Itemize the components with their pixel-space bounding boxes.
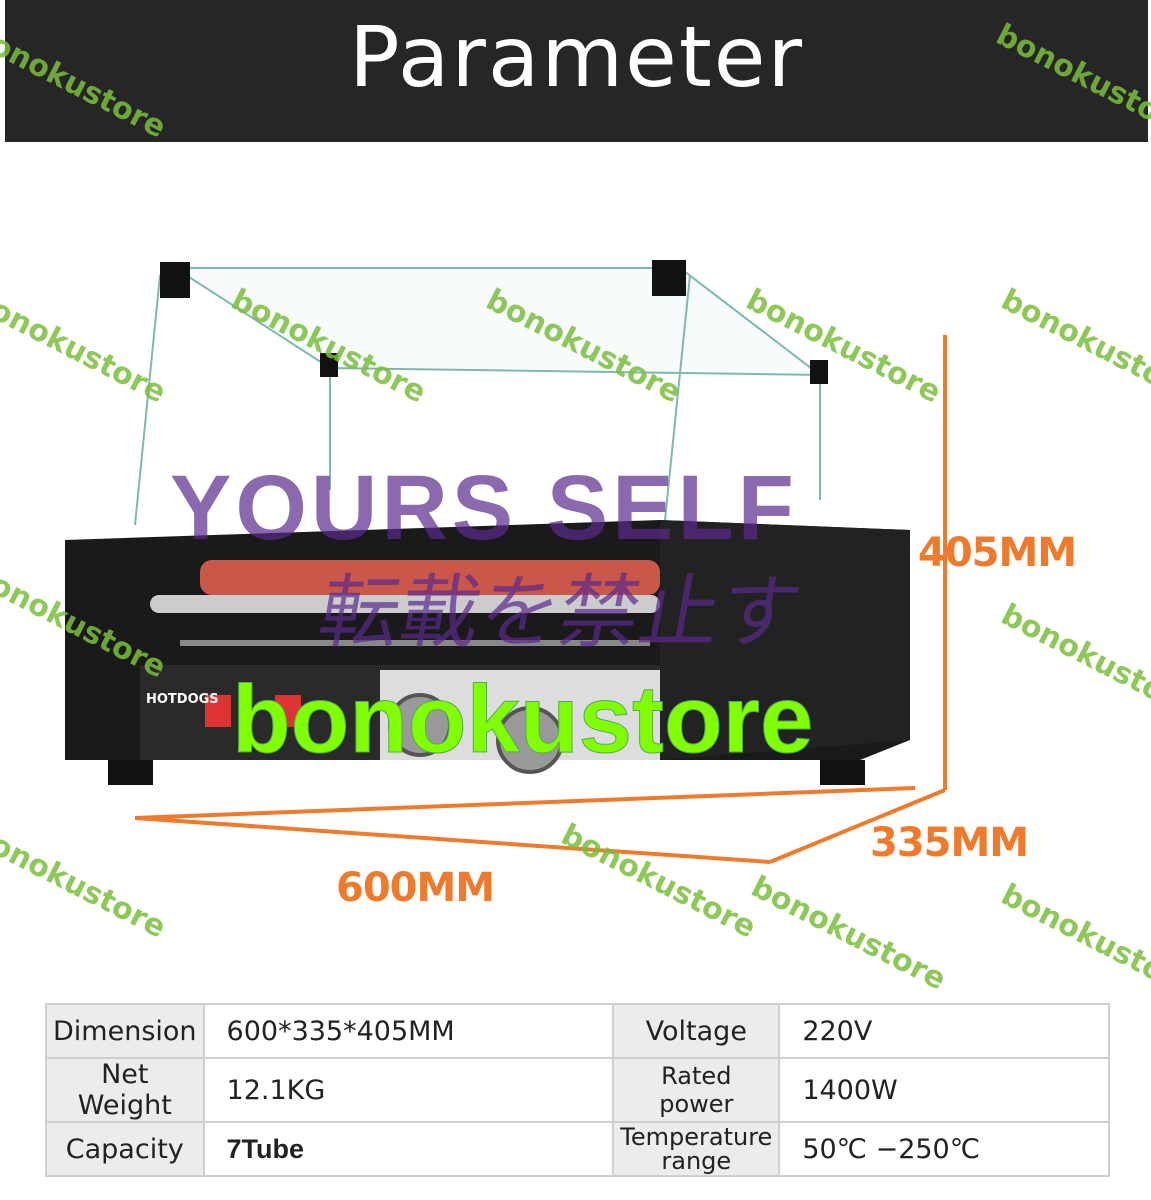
hotdogs [200,560,660,595]
drip-tray [180,640,650,646]
temperature-knob [496,706,564,774]
spec-label: Rated power [612,1057,781,1123]
spec-value: 12.1KG [202,1057,615,1123]
spec-table: Dimension 600*335*405MM Voltage 220V Net… [45,1003,1110,1177]
header-banner: Parameter [5,0,1148,142]
machine-foot [820,760,865,785]
page-title: Parameter [348,8,805,106]
spec-value: 1400W [778,1057,1110,1123]
spec-value: 7Tube [202,1121,615,1177]
hotdogs-logo: HOTDOGS [146,692,219,707]
machine-foot [108,760,153,785]
cover-bracket [320,353,338,377]
watermark-yours-self: YOURS SELF [170,457,798,559]
depth-dimension-label: 335MM [870,820,1029,866]
roller [150,595,660,613]
spec-value: 600*335*405MM [202,1003,615,1059]
heat-switch [275,695,301,727]
watermark-japanese: 転載を禁止す [311,566,809,659]
machine-side [660,520,910,760]
spec-value: 50℃ −250℃ [778,1121,1110,1177]
cover-bracket [160,262,190,298]
hotdog-roller-machine-illustration: HOTDOGS [65,260,947,864]
timer-knob [388,693,452,757]
spec-label: Voltage [612,1003,781,1059]
table-row: Dimension 600*335*405MM Voltage 220V [45,1003,1110,1059]
table-row: Capacity 7Tube Temperature range 50℃ −25… [45,1121,1110,1177]
table-row: Net Weight 12.1KG Rated power 1400W [45,1057,1110,1123]
spec-label: Capacity [45,1121,205,1177]
spec-label: Net Weight [45,1057,205,1123]
width-dimension-label: 600MM [336,865,495,911]
cover-bracket [810,360,828,384]
spec-label: Dimension [45,1003,205,1059]
spec-value: 220V [778,1003,1110,1059]
dimension-lines [134,335,947,864]
cover-bracket [652,260,686,296]
watermark-store-large: bonokustore [231,666,814,773]
spec-label: Temperature range [612,1121,781,1177]
power-switch [205,695,231,727]
height-dimension-label: 405MM [918,530,1077,576]
